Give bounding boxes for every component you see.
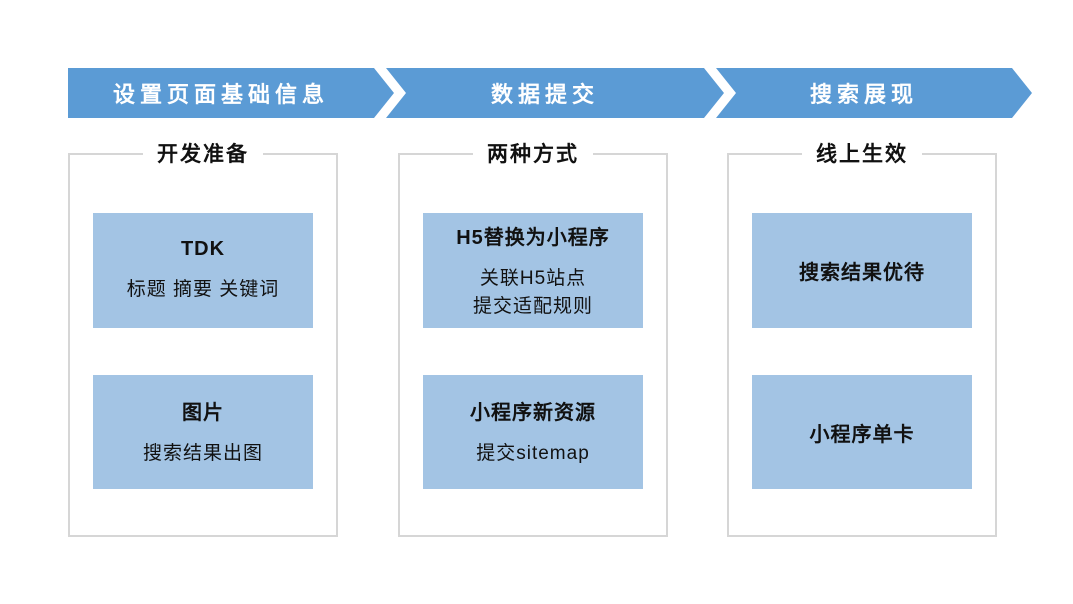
group-title: 开发准备 — [143, 141, 263, 168]
card-image: 图片 搜索结果出图 — [93, 375, 313, 489]
card-h5-replace: H5替换为小程序 关联H5站点 提交适配规则 — [423, 213, 643, 328]
card-title: 图片 — [182, 402, 224, 425]
card-title: H5替换为小程序 — [456, 226, 610, 249]
group-box-dev-preparation: 开发准备 TDK 标题 摘要 关键词 图片 搜索结果出图 — [68, 141, 338, 537]
card-title: 小程序新资源 — [470, 402, 596, 425]
group-title: 两种方式 — [473, 141, 593, 168]
banner-step-2: 数据提交 — [386, 68, 724, 118]
banner-step-3-label: 搜索展现 — [809, 82, 918, 107]
banner-step-3: 搜索展现 — [716, 68, 1032, 118]
card-subtitle: 标题 摘要 关键词 — [126, 278, 280, 300]
card-tdk: TDK 标题 摘要 关键词 — [93, 213, 313, 328]
banner-step-1: 设置页面基础信息 — [68, 68, 394, 118]
card-miniapp-single-card: 小程序单卡 — [752, 375, 972, 489]
card-miniapp-new-resource: 小程序新资源 提交sitemap — [423, 375, 643, 489]
group-title: 线上生效 — [802, 141, 922, 168]
card-subtitle: 关联H5站点 提交适配规则 — [472, 267, 593, 317]
card-subtitle: 搜索结果出图 — [142, 443, 263, 465]
group-box-two-methods: 两种方式 H5替换为小程序 关联H5站点 提交适配规则 小程序新资源 提交sit… — [398, 141, 668, 537]
banner-step-2-label: 数据提交 — [490, 82, 599, 107]
card-title: 搜索结果优待 — [799, 262, 925, 284]
banner-step-1-label: 设置页面基础信息 — [112, 82, 329, 107]
group-box-online-effective: 线上生效 搜索结果优待 小程序单卡 — [727, 141, 997, 537]
card-title: 小程序单卡 — [809, 423, 915, 446]
card-search-result-priority: 搜索结果优待 — [752, 213, 972, 328]
card-subtitle: 提交sitemap — [476, 443, 590, 465]
card-title: TDK — [180, 237, 226, 260]
